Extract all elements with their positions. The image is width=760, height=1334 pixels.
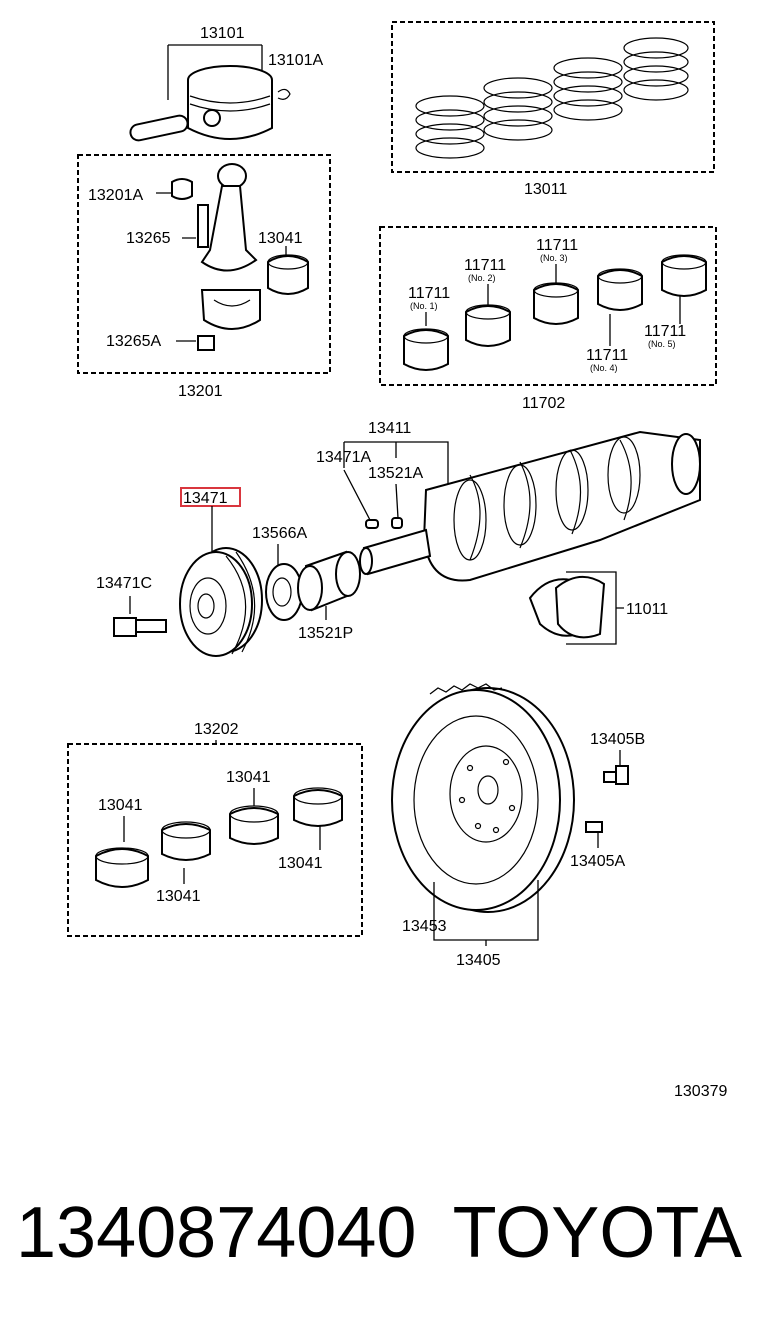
rod-bushing — [171, 178, 193, 200]
label-13201a[interactable]: 13201A — [88, 187, 143, 204]
pulley-bolt-shank — [135, 619, 167, 633]
label-13041-b[interactable]: 13041 — [156, 888, 201, 905]
rod-beam — [200, 185, 258, 272]
dowel-pin — [585, 821, 603, 833]
rod-bolt — [197, 204, 209, 248]
label-13101a[interactable]: 13101A — [268, 52, 323, 69]
main-bearing-no4 — [597, 269, 643, 311]
label-13471[interactable]: 13471 — [183, 490, 228, 507]
flywheel — [391, 689, 561, 911]
crankshaft-flange — [671, 433, 701, 495]
diagram-code: 130379 — [674, 1083, 727, 1100]
thrust-washer-2 — [554, 576, 606, 639]
flywheel-bolt-head — [615, 765, 629, 785]
label-13265a[interactable]: 13265A — [106, 333, 161, 350]
rod-bearing-3 — [229, 807, 279, 845]
label-11711-no1-sub: (No. 1) — [410, 301, 438, 311]
piston-pin — [129, 114, 189, 142]
ring-gear-teeth — [429, 683, 503, 695]
label-11711-no2-sub: (No. 2) — [468, 273, 496, 283]
piston-group: 13101 13101A — [129, 25, 323, 142]
piston-rings-group: 13011 — [391, 21, 715, 198]
piston-skirt — [187, 80, 273, 140]
rod-small-end — [217, 163, 247, 189]
label-11702[interactable]: 11702 — [522, 395, 565, 412]
crankshaft-snout — [362, 528, 432, 576]
main-bearing-no3 — [533, 283, 579, 325]
label-13405b[interactable]: 13405B — [590, 731, 645, 748]
rings-kit-box — [391, 21, 715, 173]
label-11711-no4[interactable]: 11711 — [586, 347, 628, 364]
label-13041-a[interactable]: 13041 — [98, 797, 143, 814]
rod-bearing-2 — [161, 823, 211, 861]
label-11711-no5[interactable]: 11711 — [644, 323, 686, 340]
crank-pulley — [179, 551, 253, 657]
main-bearing-no5 — [661, 255, 707, 297]
key-13521a — [391, 517, 403, 529]
main-bearing-set: 11702 11711 (No. 1) 11711 (No. 2) 11711 … — [379, 226, 717, 412]
rod-bearing-set: 13202 13041 13041 13041 13041 — [67, 721, 363, 937]
label-11711-no1[interactable]: 11711 — [408, 285, 450, 302]
label-13521a[interactable]: 13521A — [368, 465, 423, 482]
crankshaft-group: 13411 13471A 13521A — [316, 420, 701, 582]
rod-nut — [197, 335, 215, 351]
label-13041-c[interactable]: 13041 — [226, 769, 271, 786]
label-13411[interactable]: 13411 — [368, 420, 411, 437]
connecting-rod-group: 13201 13201A 13265 13041 13265A — [77, 154, 331, 400]
label-11711-no3-sub: (No. 3) — [540, 253, 568, 263]
label-13202[interactable]: 13202 — [194, 721, 239, 738]
rod-cap — [200, 289, 261, 330]
main-bearing-no2 — [465, 305, 511, 347]
highlight-13471 — [180, 487, 241, 507]
label-13101[interactable]: 13101 — [200, 25, 245, 42]
rod-bearing — [267, 255, 309, 295]
label-13521p[interactable]: 13521P — [298, 625, 353, 642]
label-11711-no4-sub: (No. 4) — [590, 363, 618, 373]
key-13471a — [365, 519, 379, 529]
label-13011[interactable]: 13011 — [524, 181, 567, 198]
label-13265[interactable]: 13265 — [126, 230, 171, 247]
pulley-bolt-head — [113, 617, 137, 637]
label-13471c[interactable]: 13471C — [96, 575, 152, 592]
label-13405[interactable]: 13405 — [456, 952, 501, 969]
rod-bearing-kit-box — [67, 743, 363, 937]
label-13566a[interactable]: 13566A — [252, 525, 307, 542]
oil-seal — [265, 563, 303, 621]
label-11011[interactable]: 11011 — [626, 601, 668, 618]
label-13041-rod[interactable]: 13041 — [258, 230, 303, 247]
rod-kit-box — [77, 154, 331, 374]
rod-bearing-4 — [293, 789, 343, 827]
label-11711-no5-sub: (No. 5) — [648, 339, 676, 349]
main-bearing-no1 — [403, 329, 449, 371]
label-13201[interactable]: 13201 — [178, 383, 223, 400]
label-13041-d[interactable]: 13041 — [278, 855, 323, 872]
part-number: 1340874040 — [16, 1193, 417, 1273]
label-11711-no3[interactable]: 11711 — [536, 237, 578, 254]
main-bearing-kit-box — [379, 226, 717, 386]
crank-pulley-group: 13471 13471C 13566A 13521P — [96, 487, 361, 657]
label-13405a[interactable]: 13405A — [570, 853, 625, 870]
brand-name: TOYOTA — [452, 1193, 742, 1273]
piston-pin-boss — [203, 109, 221, 127]
rod-bearing-1 — [95, 848, 149, 888]
flywheel-group: 13405B 13405A 13453 13405 — [391, 683, 645, 969]
label-13453[interactable]: 13453 — [402, 918, 447, 935]
snap-ring — [277, 88, 291, 100]
thrust-washer-group: 11011 — [528, 571, 668, 645]
label-11711-no2[interactable]: 11711 — [464, 257, 506, 274]
